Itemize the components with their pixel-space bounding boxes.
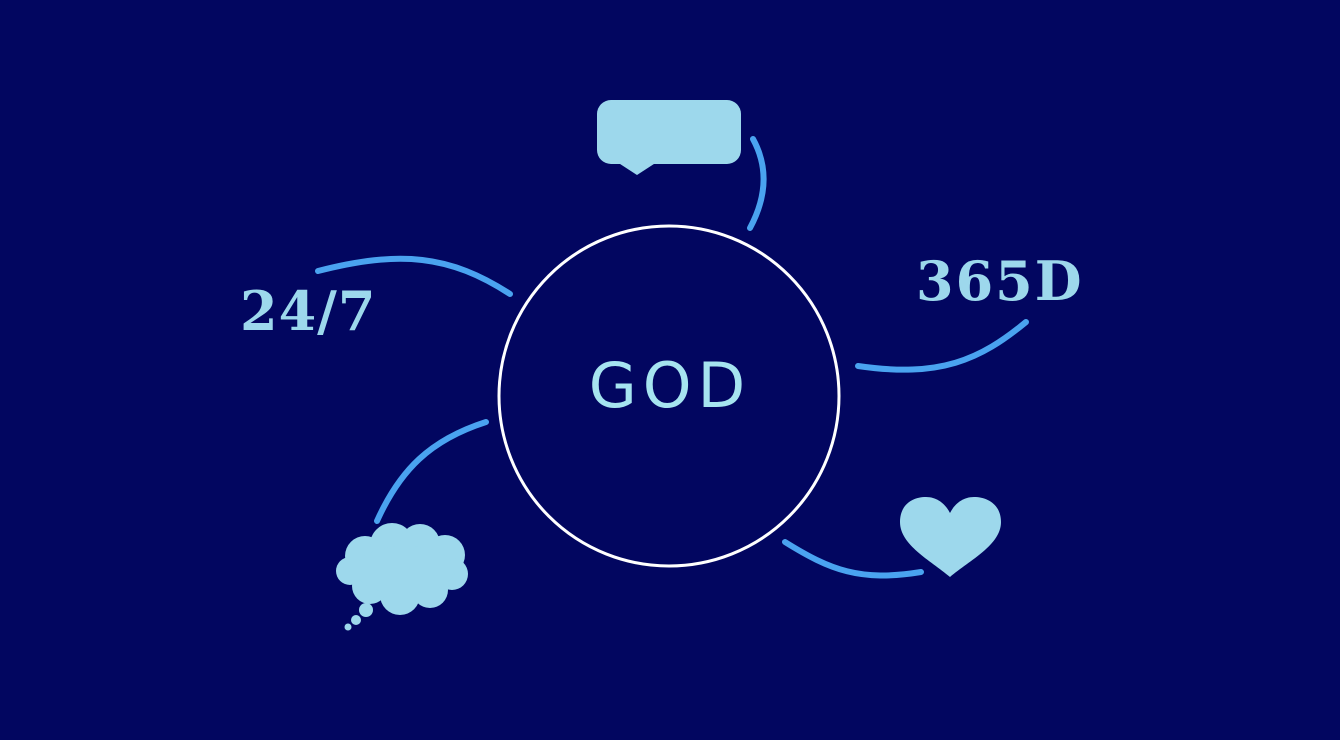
label-247: 24/7 bbox=[240, 279, 377, 343]
thought-cloud-icon bbox=[336, 523, 468, 631]
heart-icon bbox=[900, 497, 1001, 577]
connector-thought-cloud bbox=[374, 419, 489, 524]
connector-speech-bubble bbox=[747, 136, 767, 231]
speech-bubble-icon bbox=[597, 100, 741, 175]
connector-365d bbox=[855, 319, 1029, 373]
label-365d: 365D bbox=[916, 249, 1084, 313]
connector-heart bbox=[782, 539, 924, 579]
connector-247 bbox=[315, 255, 513, 297]
center-circle bbox=[497, 224, 841, 568]
center-label: GOD bbox=[588, 349, 752, 422]
